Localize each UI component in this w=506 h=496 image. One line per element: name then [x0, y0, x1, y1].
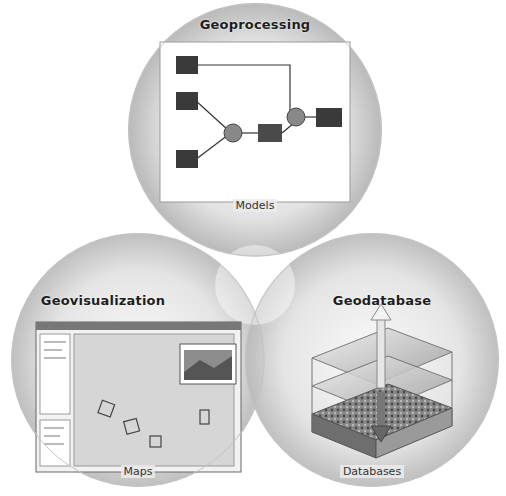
circle-heading: Geovisualization	[41, 293, 165, 308]
circle-caption: Models	[233, 199, 278, 212]
circle-heading: Geoprocessing	[200, 17, 311, 32]
circle-caption: Databases	[340, 465, 404, 478]
circle-fill	[11, 233, 265, 487]
circle-outline	[11, 233, 265, 487]
venn-circle: GeoprocessingModels	[128, 3, 382, 257]
circle-fill	[245, 233, 499, 487]
map-window	[36, 322, 241, 472]
database-stack	[312, 304, 452, 458]
circle-caption: Maps	[121, 465, 156, 478]
model-diagram	[160, 42, 350, 202]
circle-outline	[128, 3, 382, 257]
circle-fill	[128, 3, 382, 257]
circle-outline	[245, 233, 499, 487]
circle-heading: Geodatabase	[333, 293, 431, 308]
venn-circle: GeodatabaseDatabases	[245, 233, 499, 487]
venn-circle: GeovisualizationMaps	[11, 233, 265, 487]
